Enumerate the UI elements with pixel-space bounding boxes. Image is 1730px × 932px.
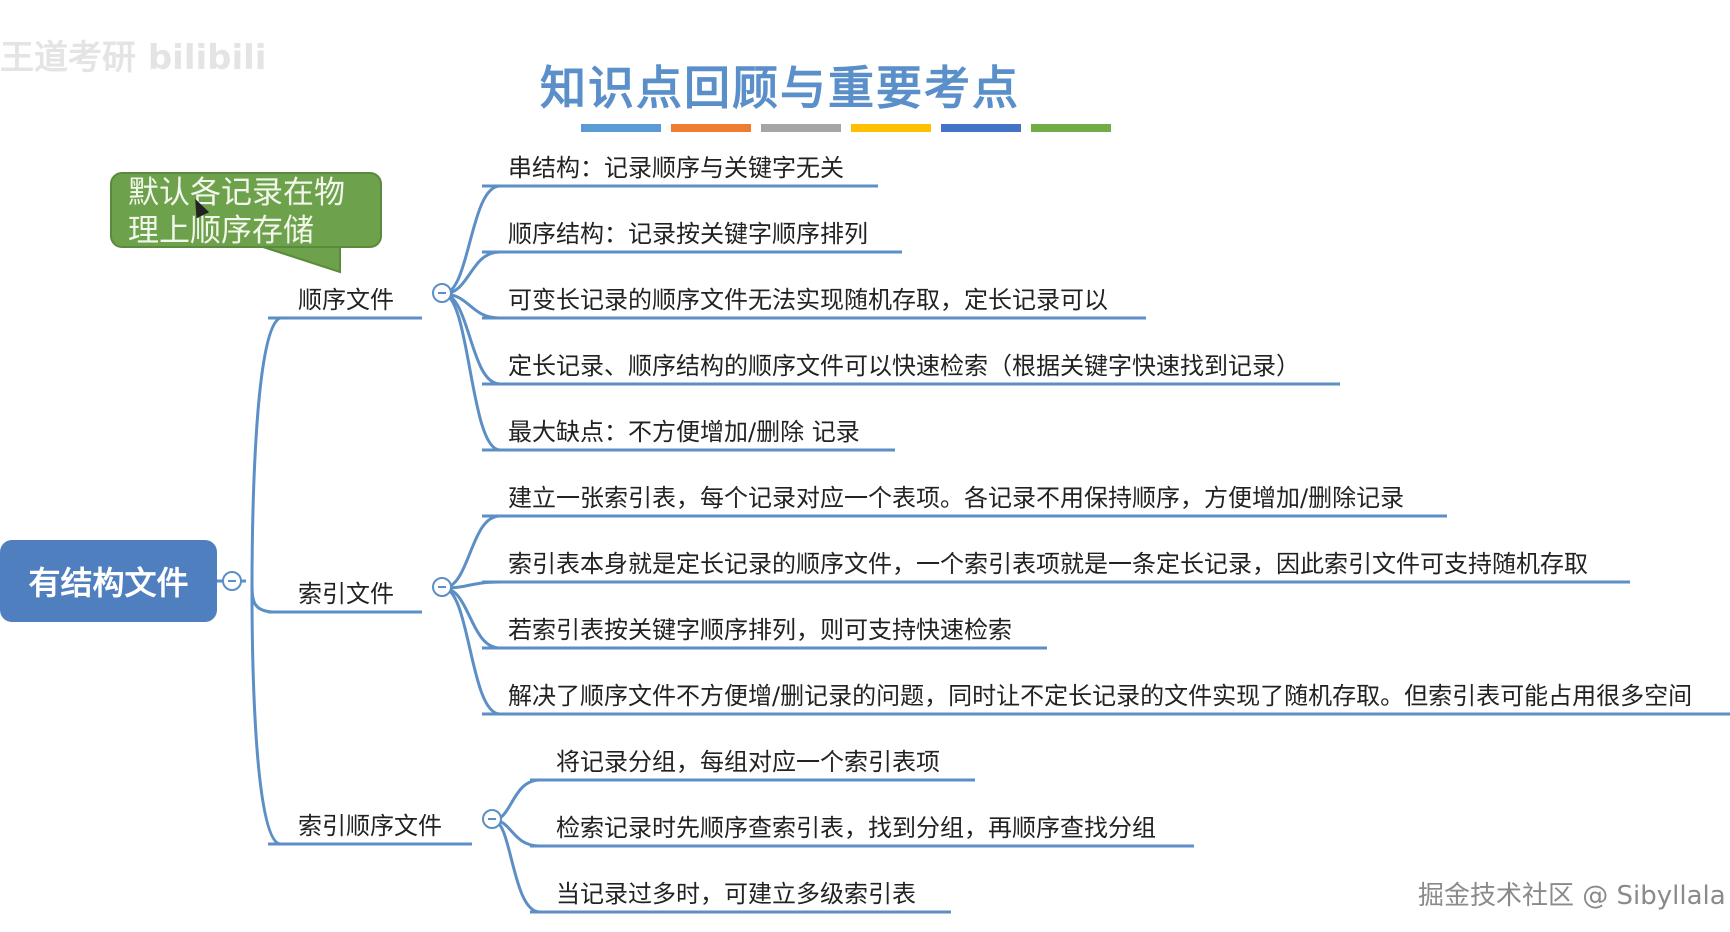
branch-node-sequential-file[interactable]: 顺序文件 [298, 286, 394, 314]
title-color-bar [581, 124, 1111, 132]
leaf-node-b1-3[interactable]: 可变长记录的顺序文件无法实现随机存取，定长记录可以 [508, 286, 1108, 314]
title-bar-segment-3 [761, 124, 841, 132]
callout-line-2: 理上顺序存储 [128, 213, 314, 249]
root-node[interactable]: 有结构文件 [0, 540, 217, 622]
branch-2-collapse-toggle-icon[interactable] [432, 577, 452, 597]
callout-line-1: 默认各记录在物 [128, 175, 345, 211]
connector-root-branch-1 [250, 316, 281, 591]
connector-b1-c1 [442, 184, 501, 296]
title-bar-segment-1 [581, 124, 661, 132]
branch-node-index-file[interactable]: 索引文件 [298, 580, 394, 608]
branch-3-collapse-toggle-icon[interactable] [482, 809, 502, 829]
title-bar-segment-2 [671, 124, 751, 132]
title-bar-segment-6 [1031, 124, 1111, 132]
leaf-node-b1-4[interactable]: 定长记录、顺序结构的顺序文件可以快速检索（根据关键字快速找到记录） [508, 352, 1300, 380]
callout-note: 默认各记录在物 理上顺序存储 [110, 172, 382, 249]
title-bar-segment-5 [941, 124, 1021, 132]
leaf-node-b2-1[interactable]: 建立一张索引表，每个记录对应一个表项。各记录不用保持顺序，方便增加/删除记录 [508, 484, 1405, 512]
connector-b2-c3 [442, 586, 501, 650]
connector-b1-c5 [442, 292, 501, 452]
branch-node-indexed-sequential-file[interactable]: 索引顺序文件 [298, 812, 442, 840]
leaf-node-b3-1[interactable]: 将记录分组，每组对应一个索引表项 [556, 748, 940, 776]
root-collapse-toggle-icon[interactable] [222, 571, 242, 591]
leaf-node-b1-2[interactable]: 顺序结构：记录按关键字顺序排列 [508, 220, 868, 248]
connector-b2-c4 [442, 586, 501, 716]
page-title: 知识点回顾与重要考点 [540, 61, 1020, 115]
title-bar-segment-4 [851, 124, 931, 132]
leaf-node-b2-2[interactable]: 索引表本身就是定长记录的顺序文件，一个索引表项就是一条定长记录，因此索引文件可支… [508, 550, 1588, 578]
leaf-node-b3-3[interactable]: 当记录过多时，可建立多级索引表 [556, 880, 916, 908]
watermark-top-left: 王道考研 bilibili [0, 38, 267, 78]
leaf-node-b1-1[interactable]: 串结构：记录顺序与关键字无关 [508, 154, 844, 182]
leaf-node-b1-5[interactable]: 最大缺点：不方便增加/删除 记录 [508, 418, 860, 446]
watermark-bottom-right: 掘金技术社区 @ Sibyllala [1418, 881, 1726, 911]
connector-b3-c3 [492, 818, 541, 914]
connector-root-branch-2 [250, 580, 276, 614]
branch-1-collapse-toggle-icon[interactable] [432, 283, 452, 303]
leaf-node-b2-3[interactable]: 若索引表按关键字顺序排列，则可支持快速检索 [508, 616, 1012, 644]
leaf-node-b2-4[interactable]: 解决了顺序文件不方便增/删记录的问题，同时让不定长记录的文件实现了随机存取。但索… [508, 682, 1693, 710]
connector-root-branch-3 [250, 589, 281, 846]
leaf-node-b3-2[interactable]: 检索记录时先顺序查索引表，找到分组，再顺序查找分组 [556, 814, 1156, 842]
connector-b2-c1 [442, 514, 501, 590]
